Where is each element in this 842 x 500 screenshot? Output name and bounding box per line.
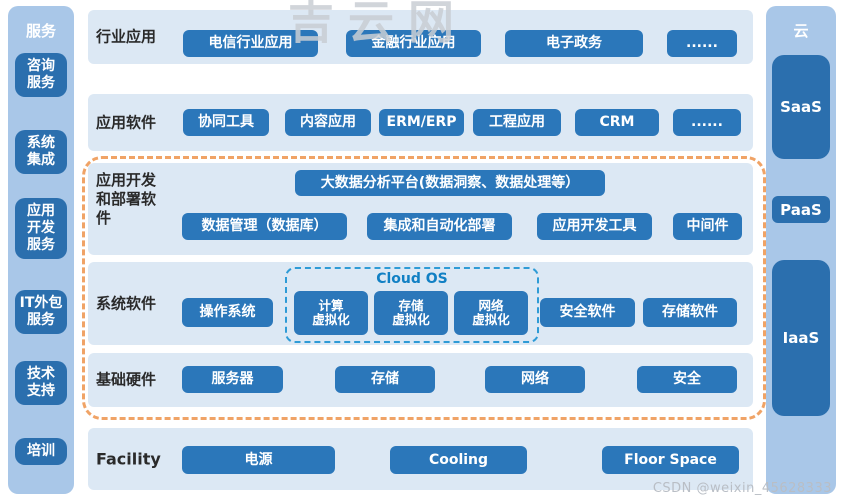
- sidebar-item-tech-support[interactable]: 技术 支持: [15, 361, 67, 405]
- button-network-virtualization[interactable]: 网络 虚拟化: [454, 291, 528, 335]
- button-security-hw[interactable]: 安全: [637, 366, 737, 393]
- button-servers[interactable]: 服务器: [182, 366, 283, 393]
- sidebar-item-consulting-services[interactable]: 咨询 服务: [15, 53, 67, 97]
- button-middleware[interactable]: 中间件: [673, 213, 742, 240]
- cloud-os-title: Cloud OS: [376, 271, 448, 287]
- row-label-facility: Facility: [96, 449, 161, 469]
- button-storage-virtualization[interactable]: 存储 虚拟化: [374, 291, 448, 335]
- sidebar-item-app-dev-services[interactable]: 应用 开发 服务: [15, 198, 67, 259]
- row-facility: Facility 电源 Cooling Floor Space: [88, 428, 753, 490]
- button-collaboration-tools[interactable]: 协同工具: [183, 109, 269, 136]
- cloud-os-group: Cloud OS 计算 虚拟化 存储 虚拟化 网络 虚拟化: [285, 267, 539, 343]
- button-engineering-apps[interactable]: 工程应用: [473, 109, 561, 136]
- sidebar-item-saas[interactable]: SaaS: [772, 55, 830, 159]
- row-industry-applications: 行业应用 电信行业应用 金融行业应用 电子政务 ......: [88, 10, 753, 64]
- button-network-hw[interactable]: 网络: [485, 366, 585, 393]
- row-system-software: 系统软件 操作系统 Cloud OS 计算 虚拟化 存储 虚拟化 网络 虚拟化 …: [88, 262, 753, 345]
- button-cooling[interactable]: Cooling: [390, 446, 527, 474]
- button-e-government[interactable]: 电子政务: [505, 30, 643, 57]
- sidebar-item-training[interactable]: 培训: [15, 438, 67, 465]
- sidebar-item-system-integration[interactable]: 系统 集成: [15, 130, 67, 174]
- button-appsw-more[interactable]: ......: [673, 109, 741, 136]
- sidebar-item-paas[interactable]: PaaS: [772, 196, 830, 223]
- button-storage-software[interactable]: 存储软件: [643, 298, 737, 327]
- button-data-management-database[interactable]: 数据管理（数据库）: [182, 213, 347, 240]
- button-compute-virtualization[interactable]: 计算 虚拟化: [294, 291, 368, 335]
- button-operating-system[interactable]: 操作系统: [182, 298, 273, 327]
- services-sidebar: 服务 咨询 服务 系统 集成 应用 开发 服务 IT外包 服务 技术 支持 培训: [8, 6, 74, 494]
- row-basic-hardware: 基础硬件 服务器 存储 网络 安全: [88, 353, 753, 407]
- row-label-system-software: 系统软件: [96, 294, 157, 312]
- button-app-dev-tools[interactable]: 应用开发工具: [537, 213, 652, 240]
- row-label-application-software: 应用软件: [96, 113, 157, 131]
- button-finance-industry-app[interactable]: 金融行业应用: [346, 30, 481, 57]
- row-label-dev-deploy-software: 应用开发 和部署软 件: [96, 171, 157, 227]
- row-application-software: 应用软件 协同工具 内容应用 ERM/ERP 工程应用 CRM ......: [88, 94, 753, 151]
- button-erm-erp[interactable]: ERM/ERP: [379, 109, 464, 136]
- row-dev-deploy-software: 应用开发 和部署软 件 大数据分析平台(数据洞察、数据处理等） 数据管理（数据库…: [88, 163, 753, 255]
- row-label-industry-applications: 行业应用: [96, 27, 157, 46]
- button-industry-more[interactable]: ......: [667, 30, 737, 57]
- cloud-sidebar: 云 SaaS PaaS IaaS: [766, 6, 836, 494]
- button-storage-hw[interactable]: 存储: [335, 366, 435, 393]
- button-content-apps[interactable]: 内容应用: [285, 109, 371, 136]
- button-telecom-industry-app[interactable]: 电信行业应用: [183, 30, 318, 57]
- row-label-basic-hardware: 基础硬件: [96, 370, 157, 389]
- cloud-sidebar-title: 云: [793, 22, 809, 40]
- sidebar-item-it-outsourcing[interactable]: IT外包 服务: [15, 290, 67, 334]
- services-sidebar-title: 服务: [25, 22, 56, 40]
- sidebar-item-iaas[interactable]: IaaS: [772, 260, 830, 416]
- button-integration-auto-deploy[interactable]: 集成和自动化部署: [367, 213, 512, 240]
- button-floor-space[interactable]: Floor Space: [602, 446, 739, 474]
- button-crm[interactable]: CRM: [575, 109, 659, 136]
- button-bigdata-analytics-platform[interactable]: 大数据分析平台(数据洞察、数据处理等）: [295, 170, 605, 196]
- button-security-software[interactable]: 安全软件: [540, 298, 635, 327]
- button-power[interactable]: 电源: [182, 446, 335, 474]
